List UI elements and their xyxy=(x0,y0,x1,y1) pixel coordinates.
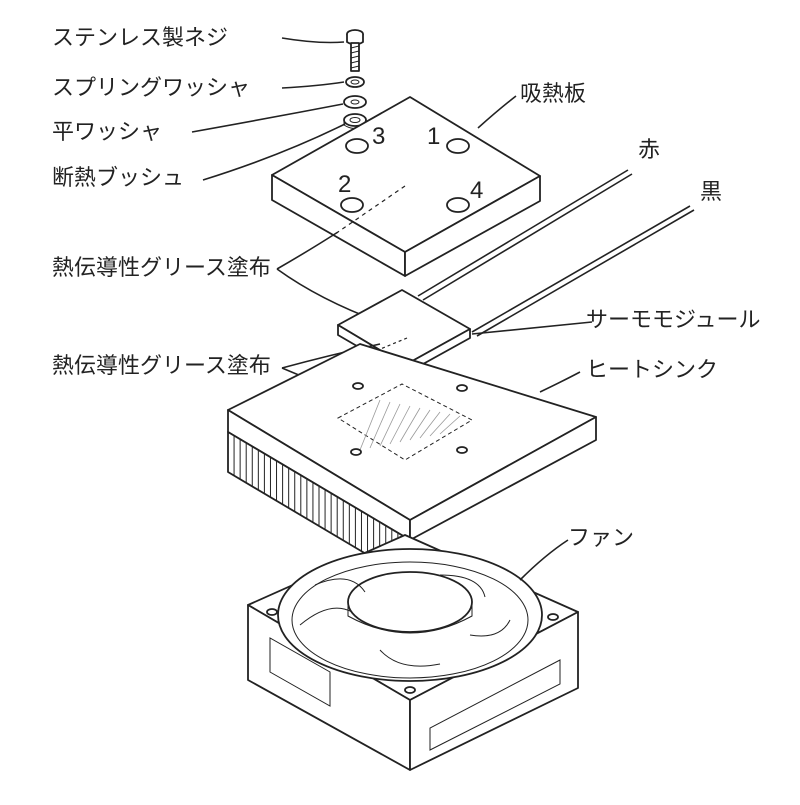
absorber-plate xyxy=(271,96,541,277)
grease-hatch xyxy=(359,399,381,451)
grease-hatch xyxy=(399,407,421,443)
grease-hatch xyxy=(409,409,431,441)
fan xyxy=(247,534,579,771)
label-fan: ファン xyxy=(568,526,635,551)
label-insulating-bush: 断熱ブッシュ xyxy=(52,166,185,191)
grease-hatch xyxy=(369,401,391,449)
label-spring-washer: スプリングワッシャ xyxy=(52,76,251,101)
grease-hatch xyxy=(379,403,401,447)
grease-hatch xyxy=(389,405,411,445)
module-wires xyxy=(417,169,695,337)
label-red-wire: 赤 xyxy=(638,138,661,163)
label-absorber-plate: 吸熱板 xyxy=(520,82,587,107)
grease-hatch xyxy=(419,411,441,439)
label-heat-sink: ヒートシンク xyxy=(586,358,719,383)
label-grease-top: 熱伝導性グリース塗布 xyxy=(52,256,271,281)
hole-number-4: 4 xyxy=(470,177,483,204)
grease-hatch xyxy=(429,413,451,437)
hole-number-1: 1 xyxy=(427,123,440,150)
grease-hatch xyxy=(439,415,461,435)
hole-number-2: 2 xyxy=(338,171,351,198)
screw-stack xyxy=(343,29,367,129)
label-flat-washer: 平ワッシャ xyxy=(52,120,163,145)
label-stainless-screw: ステンレス製ネジ xyxy=(52,26,229,51)
heat-sink xyxy=(227,343,597,581)
hole-number-3: 3 xyxy=(372,123,385,150)
label-grease-bottom: 熱伝導性グリース塗布 xyxy=(52,354,271,379)
label-black-wire: 黒 xyxy=(700,180,723,205)
label-thermo-module: サーモモジュール xyxy=(586,308,761,333)
